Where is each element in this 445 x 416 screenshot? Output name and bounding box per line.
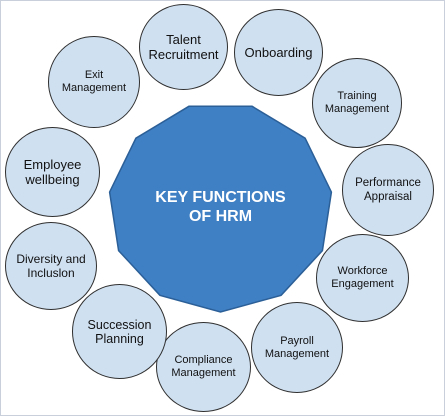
node-payroll-management: Payroll Management [251,302,343,393]
center-hub: KEY FUNCTIONS OF HRM [107,101,334,313]
node-training-management: Training Management [312,58,402,148]
node-label: Succession Planning [87,317,152,346]
node-compliance-management: Compliance Management [156,322,251,412]
node-label: Workforce Engagement [331,265,394,290]
node-performance-appraisal: Performance Appraisal [342,144,434,236]
node-onboarding: Onboarding [234,9,323,96]
node-label: Diversity and Incluslon [16,252,86,280]
node-label: Payroll Management [264,334,330,360]
node-label: Performance Appraisal [355,177,421,203]
node-exit-management: Exit Management [48,36,140,128]
node-label: Talent Recruitment [148,32,219,62]
hub-polygon-shape [108,105,333,313]
node-label: Training Management [324,90,390,115]
node-label: Compliance Management [171,354,236,379]
node-workforce-engagement: Workforce Engagement [316,234,409,322]
node-talent-recruitment: Talent Recruitment [139,4,228,90]
node-label: Employee wellbeing [23,157,82,187]
node-label: Onboarding [244,45,313,60]
node-succession-planning: Succession Planning [72,284,167,379]
node-diversity-inclusion: Diversity and Incluslon [5,222,97,310]
node-label: Exit Management [61,69,127,94]
center-title: KEY FUNCTIONS OF HRM [155,189,286,225]
node-employee-wellbeing: Employee wellbeing [5,127,100,217]
